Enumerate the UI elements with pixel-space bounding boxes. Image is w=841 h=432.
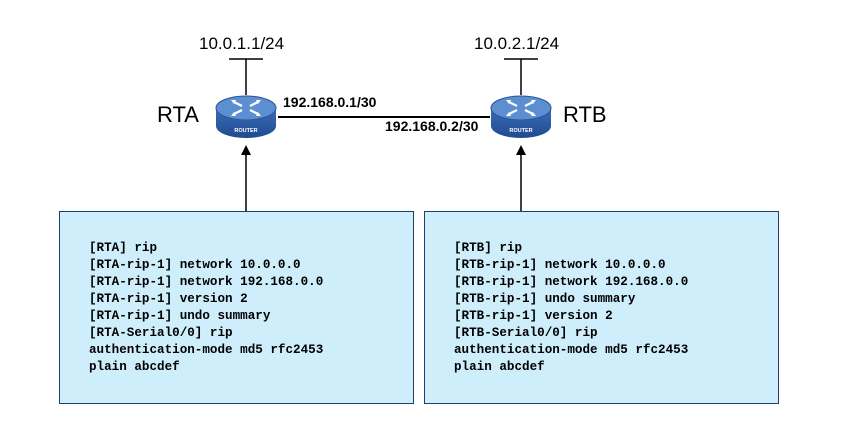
rtb-config-line: plain abcdef — [454, 360, 545, 374]
router-icon: ROUTER — [490, 95, 552, 138]
rtb-config-line: [RTB-rip-1] version 2 — [454, 309, 613, 323]
rta-config-line: [RTA-rip-1] network 10.0.0.0 — [89, 258, 301, 272]
router-icon: ROUTER — [215, 95, 277, 138]
rtb-config-line: [RTB-rip-1] network 10.0.0.0 — [454, 258, 666, 272]
rta-config-line: authentication-mode md5 rfc2453 — [89, 343, 324, 357]
rtb-config-line: [RTB-Serial0/0] rip — [454, 326, 598, 340]
rta-config-line: [RTA] rip — [89, 241, 158, 255]
rtb-config-line: [RTB-rip-1] undo summary — [454, 292, 636, 306]
rtb-name: RTB — [563, 102, 607, 127]
rtb-config-line: authentication-mode md5 rfc2453 — [454, 343, 689, 357]
rta-router[interactable]: ROUTER — [214, 94, 278, 142]
rta-config-line: [RTA-rip-1] version 2 — [89, 292, 248, 306]
rta-lan-label: 10.0.1.1/24 — [199, 34, 285, 53]
rta-config-box: [RTA] rip [RTA-rip-1] network 10.0.0.0 [… — [59, 211, 414, 404]
router-icon-text: ROUTER — [234, 128, 257, 134]
rta-config-line: [RTA-rip-1] network 192.168.0.0 — [89, 275, 324, 289]
rta-config-line: plain abcdef — [89, 360, 180, 374]
rta-link-ip: 192.168.0.1/30 — [283, 94, 377, 110]
rtb-lan-label: 10.0.2.1/24 — [474, 34, 560, 53]
rtb-config-line: [RTB] rip — [454, 241, 523, 255]
router-icon-text: ROUTER — [509, 128, 532, 134]
rta-config-line: [RTA-Serial0/0] rip — [89, 326, 233, 340]
rta-name: RTA — [157, 102, 199, 127]
rta-config-line: [RTA-rip-1] undo summary — [89, 309, 271, 323]
rtb-link-ip: 192.168.0.2/30 — [385, 118, 479, 134]
rtb-config-box: [RTB] rip [RTB-rip-1] network 10.0.0.0 [… — [424, 211, 779, 404]
rtb-router[interactable]: ROUTER — [489, 94, 553, 142]
rtb-config-line: [RTB-rip-1] network 192.168.0.0 — [454, 275, 689, 289]
